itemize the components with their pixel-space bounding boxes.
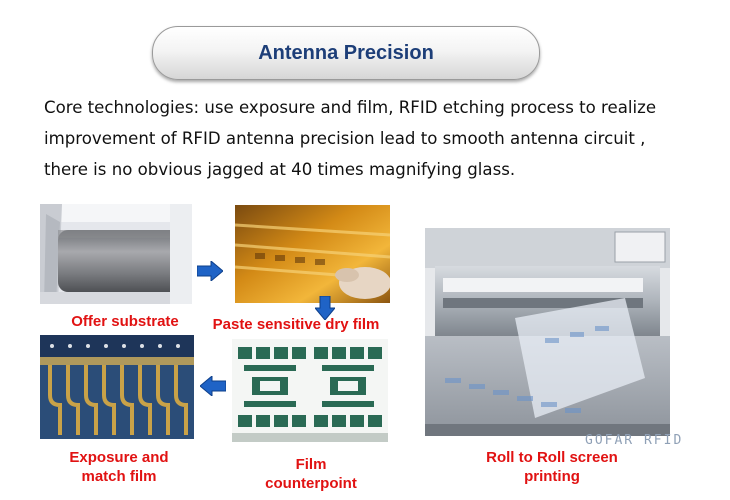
description-line-2: improvement of RFID antenna precision le…: [44, 129, 646, 148]
arrow-left-icon: [199, 374, 227, 401]
caption-paste-film: Paste sensitive dry film: [212, 316, 380, 333]
roll-to-roll-photo: [425, 228, 670, 436]
arrow-down-icon: [313, 295, 337, 325]
caption-exposure: Exposure and match film: [69, 449, 169, 485]
description-line-1: Core technologies: use exposure and film…: [44, 98, 657, 117]
title-banner: Antenna Precision: [152, 26, 540, 80]
caption-offer-substrate: Offer substrate: [71, 313, 179, 330]
watermark-logo-text: GOFAR RFID: [585, 433, 684, 448]
description-line-3: there is no obvious jagged at 40 times m…: [44, 160, 516, 179]
film-counterpoint-photo: [232, 339, 388, 442]
arrow-right-icon: [196, 259, 224, 286]
page-title: Antenna Precision: [258, 41, 434, 64]
dry-film-photo: [235, 205, 390, 303]
caption-roll-to-roll: Roll to Roll screen printing: [486, 449, 618, 485]
description-paragraph: Core technologies: use exposure and film…: [44, 92, 724, 185]
exposure-photo: [40, 335, 194, 439]
caption-film-counterpoint: Film counterpoint: [265, 456, 357, 492]
substrate-photo: [40, 204, 192, 304]
